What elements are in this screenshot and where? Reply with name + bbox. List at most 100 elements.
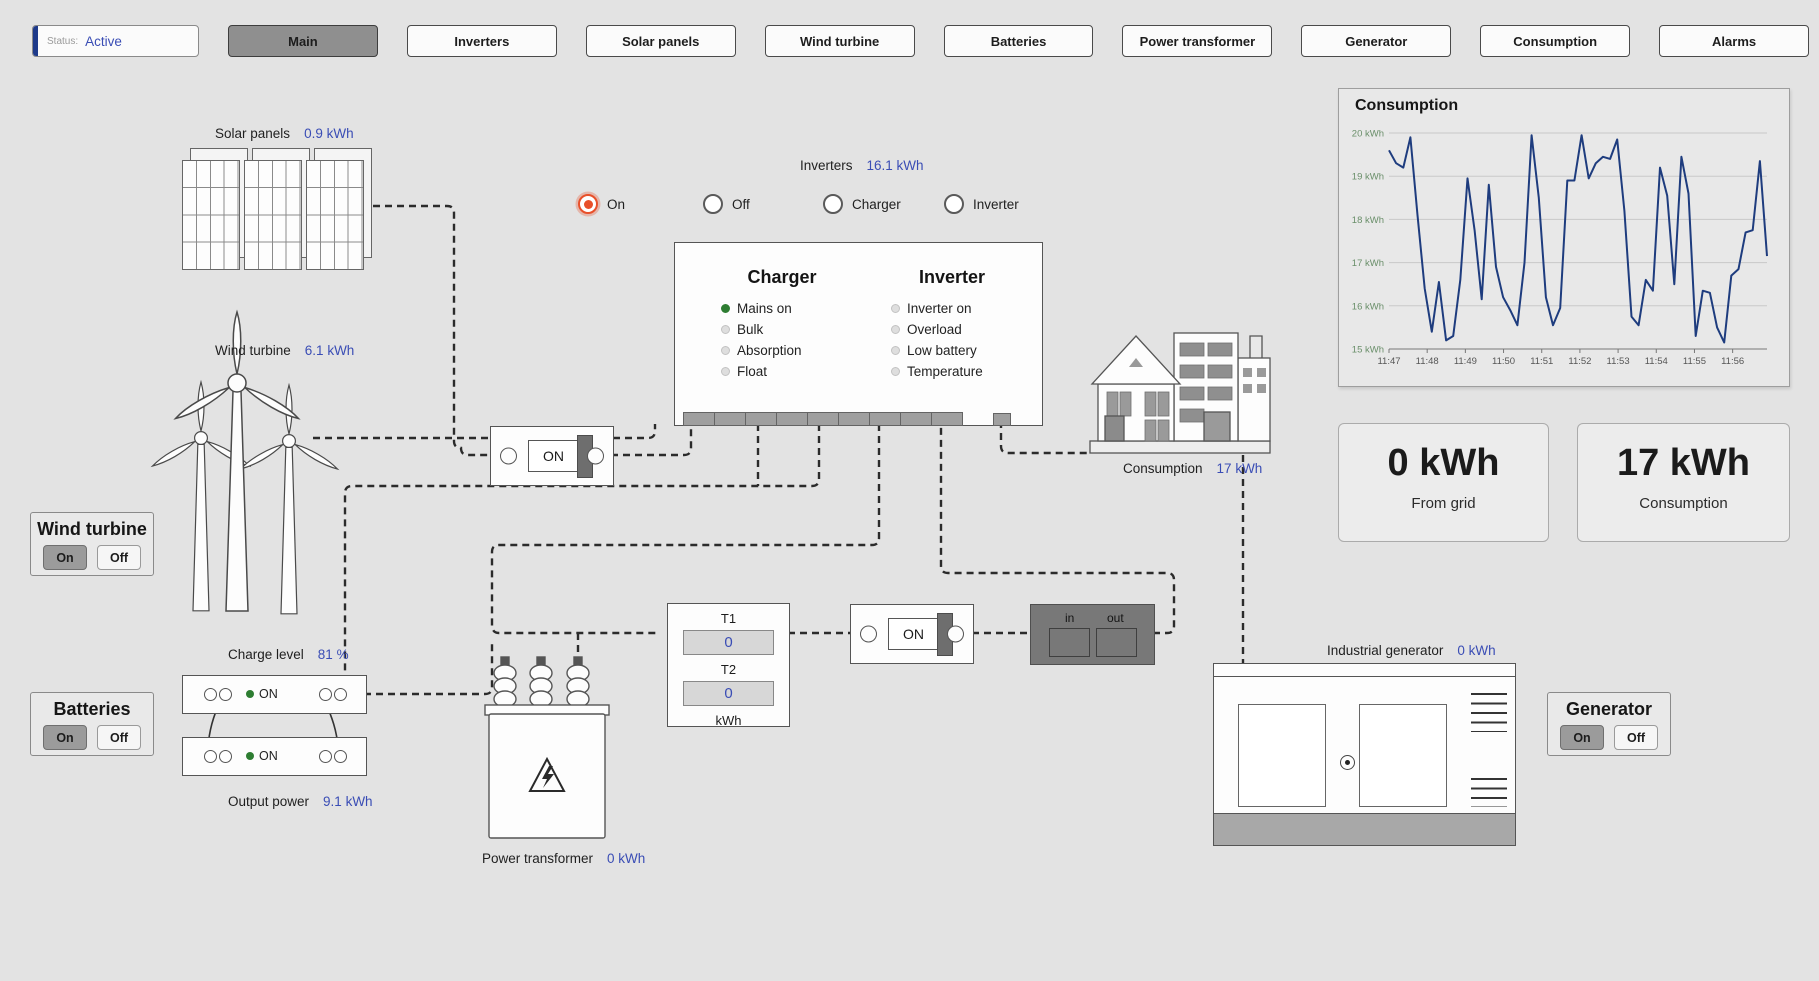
radio-label: On xyxy=(607,196,626,212)
consumption-card-label: Consumption xyxy=(1639,495,1728,512)
status-label: Inverter on xyxy=(907,301,972,316)
battery-terminal xyxy=(319,750,332,763)
inverters-value: 16.1 kWh xyxy=(866,158,924,173)
batteries-off-button[interactable]: Off xyxy=(97,725,141,750)
wind-on-button[interactable]: On xyxy=(43,545,87,570)
generator-vent-grill xyxy=(1471,778,1507,807)
status-indicator-row: Inverter on xyxy=(877,298,1027,319)
radio-icon[interactable] xyxy=(944,194,964,214)
generator-latch xyxy=(1340,755,1355,770)
inverter-column-title: Inverter xyxy=(918,267,986,287)
nav-button-solar-panels[interactable]: Solar panels xyxy=(585,25,736,57)
charger-column-title: Charger xyxy=(747,267,817,287)
battery-on-led xyxy=(246,690,254,698)
meter-t2-label: T2 xyxy=(720,662,737,677)
nav-button-power-transformer[interactable]: Power transformer xyxy=(1122,25,1273,57)
svg-text:11:51: 11:51 xyxy=(1530,356,1553,367)
grid-in-out-box: in out xyxy=(1030,604,1155,665)
terminal-block xyxy=(900,412,932,426)
charge-level-label: Charge level xyxy=(228,647,304,662)
mode-radio-on[interactable]: On xyxy=(578,194,625,214)
nav-button-consumption[interactable]: Consumption xyxy=(1480,25,1631,57)
wind-turbine-control: Wind turbine On Off xyxy=(30,512,154,576)
status-indicator-row: Mains on xyxy=(707,298,857,319)
svg-text:18 kWh: 18 kWh xyxy=(1352,215,1384,226)
breaker-switch-2: ON xyxy=(850,604,974,664)
status-label: Absorption xyxy=(737,343,802,358)
out-label: out xyxy=(1107,611,1124,625)
generator-body xyxy=(1213,674,1516,818)
mode-radio-off[interactable]: Off xyxy=(703,194,750,214)
batteries-control: Batteries On Off xyxy=(30,692,154,756)
svg-text:15 kWh: 15 kWh xyxy=(1352,345,1384,356)
terminal-block xyxy=(714,412,746,426)
output-power-value: 9.1 kWh xyxy=(323,794,373,809)
terminal-block xyxy=(993,413,1011,426)
nav-button-wind-turbine[interactable]: Wind turbine xyxy=(764,25,915,57)
chart-title: Consumption xyxy=(1355,97,1459,114)
radio-icon[interactable] xyxy=(578,194,598,214)
generator-on-button[interactable]: On xyxy=(1560,725,1604,750)
generator-reading: Industrial generator 0 kWh xyxy=(1327,643,1496,658)
nav-button-batteries[interactable]: Batteries xyxy=(943,25,1094,57)
transformer-value: 0 kWh xyxy=(607,851,646,866)
radio-icon[interactable] xyxy=(703,194,723,214)
status-led xyxy=(891,367,900,376)
nav-button-alarms[interactable]: Alarms xyxy=(1659,25,1810,57)
radio-icon[interactable] xyxy=(823,194,843,214)
inverters-label: Inverters xyxy=(800,158,853,173)
transformer-reading: Power transformer 0 kWh xyxy=(482,851,645,866)
battery-module-1: ON xyxy=(182,675,367,714)
output-power-label: Output power xyxy=(228,794,310,809)
generator-vent-grill xyxy=(1471,693,1507,732)
generator-door xyxy=(1359,704,1447,807)
meter-t2-value: 0 xyxy=(683,681,774,706)
nav-button-main[interactable]: Main xyxy=(228,25,378,57)
mode-radio-charger[interactable]: Charger xyxy=(823,194,901,214)
wire-inout-to-inverter xyxy=(939,424,1176,635)
radio-label: Off xyxy=(732,196,750,212)
solar-value: 0.9 kWh xyxy=(304,126,354,141)
svg-text:11:52: 11:52 xyxy=(1568,356,1591,367)
wind-value: 6.1 kWh xyxy=(304,343,355,358)
from-grid-label: From grid xyxy=(1411,495,1476,512)
status-indicator-row: Bulk xyxy=(707,319,857,340)
terminal-block xyxy=(776,412,808,426)
wire-switch1-to-inverter xyxy=(611,424,693,457)
consumption-card-value: 17 kWh xyxy=(1616,442,1751,484)
nav-button-generator[interactable]: Generator xyxy=(1301,25,1452,57)
status-label: Mains on xyxy=(737,301,792,316)
site-consumption-label: Consumption xyxy=(1123,461,1203,476)
svg-text:17 kWh: 17 kWh xyxy=(1352,258,1384,269)
status-label: Float xyxy=(737,364,768,379)
wind-off-button[interactable]: Off xyxy=(97,545,141,570)
battery-terminal xyxy=(204,688,217,701)
nav-button-inverters[interactable]: Inverters xyxy=(406,25,557,57)
status-indicator-row: Temperature xyxy=(877,361,1027,382)
in-label: in xyxy=(1065,611,1075,625)
batteries-control-title: Batteries xyxy=(53,699,131,719)
generator-off-button[interactable]: Off xyxy=(1614,725,1658,750)
battery-module-2: ON xyxy=(182,737,367,776)
generator-value: 0 kWh xyxy=(1457,643,1496,658)
batteries-on-button[interactable]: On xyxy=(43,725,87,750)
status-label: Low battery xyxy=(907,343,977,358)
wind-control-title: Wind turbine xyxy=(37,519,147,539)
status-label: Overload xyxy=(907,322,962,337)
battery-on-led xyxy=(246,752,254,760)
status-led xyxy=(721,367,730,376)
terminal-block xyxy=(807,412,839,426)
svg-text:11:48: 11:48 xyxy=(1416,356,1439,367)
in-slot xyxy=(1049,628,1090,657)
svg-text:11:49: 11:49 xyxy=(1454,356,1477,367)
generator-roof xyxy=(1213,663,1516,677)
generator-label: Industrial generator xyxy=(1327,643,1444,658)
generator-base xyxy=(1213,813,1516,846)
battery-terminal xyxy=(334,688,347,701)
mode-radio-inverter[interactable]: Inverter xyxy=(944,194,1019,214)
power-transformer-graphic xyxy=(484,656,610,839)
terminal-block xyxy=(869,412,901,426)
